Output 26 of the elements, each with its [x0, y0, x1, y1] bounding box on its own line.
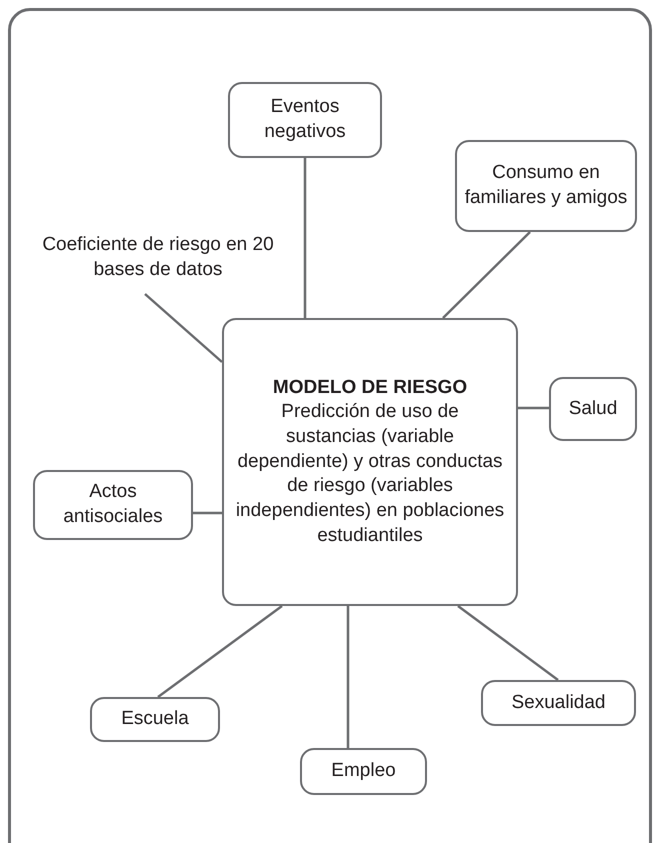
topic-text: Predicción de uso de sustancias (variable dependiente) y otras conductas de riesgo (variables independientes) en poblaciones estudiantiles	[234, 400, 506, 548]
connector-line	[346, 606, 350, 748]
topic-text: Sexualidad	[511, 690, 606, 715]
topic-box	[90, 697, 220, 742]
topic-text: Consumo en familiares y amigos	[464, 161, 628, 210]
connector-line	[457, 605, 559, 681]
topic-text: Eventos negativos	[263, 95, 347, 144]
connector-line	[193, 512, 222, 514]
topic-text: Actos antisociales	[62, 480, 164, 529]
connector-line	[442, 231, 531, 319]
topic-box	[455, 140, 637, 232]
topic-box	[228, 82, 382, 158]
topic-text: Escuela	[121, 707, 189, 732]
connector-line	[144, 293, 223, 363]
connector-line	[157, 605, 283, 698]
topic-text: Salud	[568, 396, 618, 421]
topic-box	[33, 470, 193, 540]
model-title: MODELO DE RIESGO	[272, 376, 468, 400]
topic-text: Empleo	[331, 759, 396, 784]
topic-box	[300, 748, 427, 795]
topic-box	[549, 377, 637, 441]
note-text: Coeficiente de riesgo en 20 bases de datos	[41, 233, 275, 282]
connector-line	[518, 406, 549, 410]
connector-line	[304, 158, 306, 318]
topic-box	[222, 318, 518, 606]
topic-box	[481, 680, 636, 726]
